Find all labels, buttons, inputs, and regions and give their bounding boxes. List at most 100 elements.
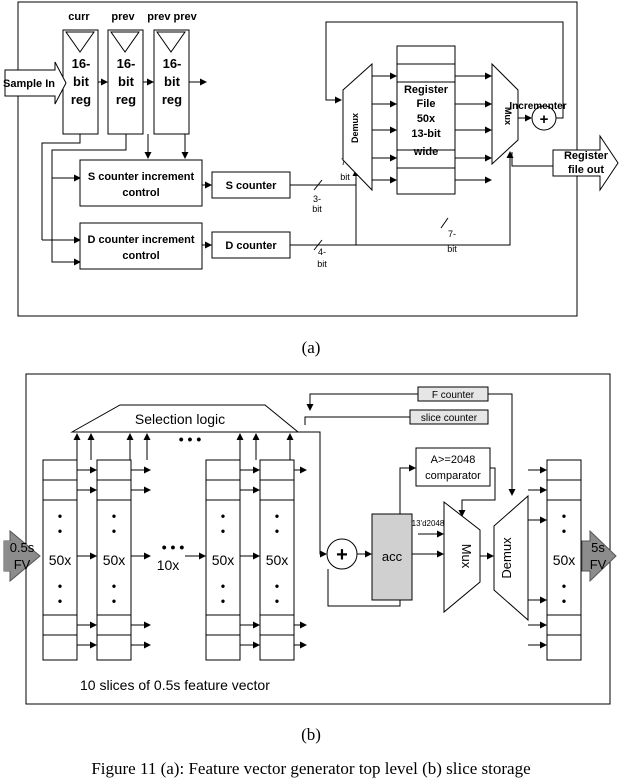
ten-label: 10x [157,557,180,573]
svg-text:file out: file out [568,164,604,176]
svg-text:•: • [275,524,279,538]
figure-b-frame [25,373,611,705]
const-label: 13'd2048 [412,519,445,528]
footer-label: 10 slices of 0.5s feature vector [80,677,270,693]
curr-label: curr [68,11,90,23]
caption-a: (a) [302,338,321,357]
svg-text:•: • [58,509,62,523]
svg-text:•: • [221,509,225,523]
svg-text:FV: FV [14,557,31,572]
comparator: A>=2048 comparator [415,447,491,487]
svg-text:bit: bit [340,172,350,182]
svg-text:•: • [112,594,116,608]
sample-in-arrow: Sample In [3,61,67,105]
svg-text:D counter increment: D counter increment [88,234,195,246]
slice-column-4 [259,459,295,661]
svg-text:•: • [58,579,62,593]
svg-text:7-: 7- [448,229,456,239]
selection-logic: Selection logic [70,404,300,433]
svg-text:•: • [562,524,566,538]
prev-prev-label: prev prev [147,11,197,23]
reg-curr: 16- bit reg [62,29,99,135]
svg-text:•: • [275,509,279,523]
demux-b: Demux [493,494,529,622]
svg-text:50x: 50x [417,113,436,125]
svg-text:S counter increment: S counter increment [88,171,195,183]
svg-text:•: • [58,594,62,608]
output-column: • • • • 50x [546,459,582,661]
figure-a: curr prev prev prev 16- bit reg 16- bit … [3,1,619,357]
slice-column-2 [96,459,132,661]
svg-text:•: • [562,509,566,523]
svg-text:16-: 16- [72,56,91,71]
svg-text:•: • [221,524,225,538]
svg-text:Register: Register [404,84,449,96]
s-counter: S counter [211,171,291,199]
svg-text:S counter: S counter [226,180,277,192]
svg-text:•: • [221,594,225,608]
figure-b: F counter slice counter Selection logic … [3,373,617,744]
svg-text:+: + [540,111,549,128]
reg-prev-prev: 16- bit reg [153,29,190,135]
incrementer-label: Incrementer [509,101,566,112]
col-label-3: 50x [212,552,235,568]
caption-b: (b) [301,725,321,744]
svg-text:Demux: Demux [350,113,360,143]
register-file: Register File 50x 13-bit wide [396,45,456,195]
col-label-4: 50x [266,552,289,568]
svg-text:F counter: F counter [432,390,475,401]
svg-text:16-: 16- [117,56,136,71]
figure-caption: Figure 11 (a): Feature vector generator … [91,759,530,778]
svg-text:bit: bit [447,244,457,254]
svg-text:Demux: Demux [499,537,514,579]
svg-text:16-: 16- [163,56,182,71]
svg-text:Sample In: Sample In [3,78,55,90]
svg-text:+: + [336,544,348,566]
f-counter: F counter [417,386,489,402]
svg-text:•: • [562,579,566,593]
d-counter-increment-control: D counter increment control [79,222,203,270]
svg-text:•: • [221,579,225,593]
register-file-out-arrow: Register file out [552,134,619,192]
svg-text:bit: bit [73,74,90,89]
svg-text:•: • [112,509,116,523]
svg-text:reg: reg [71,92,91,107]
output-arrow: 5s FV [581,529,617,583]
svg-text:Selection logic: Selection logic [135,411,225,427]
svg-text:•: • [562,594,566,608]
col-label-1: 50x [49,552,72,568]
column-dots: •• •• •• •• •• •• •• •• [58,509,279,608]
svg-text:Mux: Mux [503,107,513,125]
col-label-2: 50x [103,552,126,568]
svg-text:reg: reg [116,92,136,107]
svg-text:FV: FV [590,557,607,572]
svg-text:•: • [275,579,279,593]
slice-counter: slice counter [409,409,489,425]
svg-text:acc: acc [382,549,403,564]
svg-text:reg: reg [162,92,182,107]
svg-text:bit: bit [317,259,327,269]
svg-text:wide: wide [413,146,438,158]
adder: + [326,538,358,570]
selection-ellipsis: • • • [179,431,202,447]
slice-column-1 [42,459,78,661]
svg-text:D counter: D counter [225,240,277,252]
demux-a: Demux [342,62,373,192]
svg-text:comparator: comparator [425,470,481,482]
svg-text:13-bit: 13-bit [411,128,441,140]
svg-text:bit: bit [118,74,135,89]
svg-text:•: • [112,579,116,593]
svg-text:5s: 5s [591,540,605,555]
svg-text:4-: 4- [318,247,326,257]
svg-text:control: control [122,187,159,199]
svg-text:•: • [112,524,116,538]
input-arrow: 0.5s FV [3,529,41,583]
svg-text:control: control [122,250,159,262]
svg-text:•: • [275,594,279,608]
mux-b: Mux [443,500,481,614]
svg-text:A>=2048: A>=2048 [431,454,476,466]
slice-column-3 [205,459,241,661]
accumulator: acc [371,513,413,601]
svg-text:bit: bit [164,74,181,89]
